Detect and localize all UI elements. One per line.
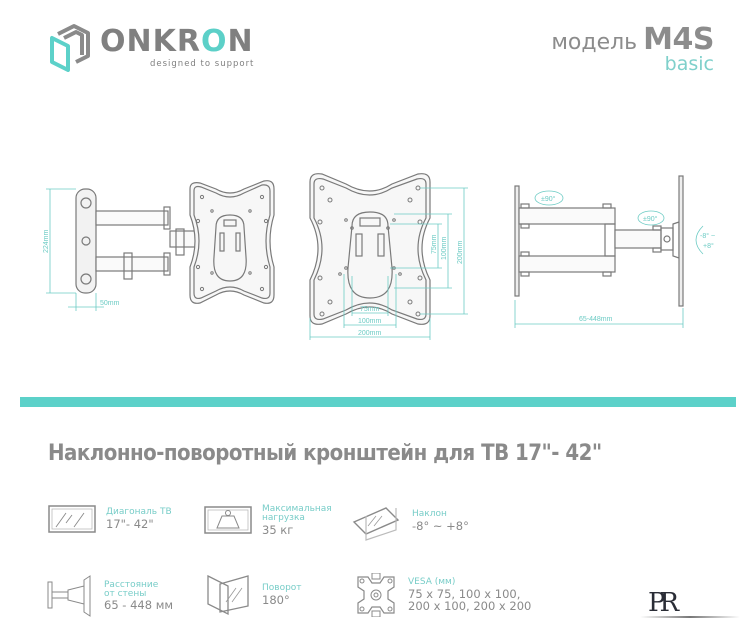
spec-label: Наклон bbox=[412, 509, 447, 520]
max-load-weight-icon bbox=[204, 506, 252, 535]
spec-value: 35 кг bbox=[262, 522, 294, 537]
tilt-bottom-label: +8° bbox=[703, 242, 714, 250]
vesa-plate-icon bbox=[357, 573, 395, 617]
product-title: Наклонно-поворотный кронштейн для ТВ 17"… bbox=[48, 440, 602, 466]
spec-max-load: Максимальная нагрузка 35 кг bbox=[204, 504, 332, 537]
vesa-h-dim-75: 75mm bbox=[360, 306, 380, 313]
vesa-v-dim-200: 200mm bbox=[457, 240, 464, 264]
spec-label: VESA (мм) bbox=[408, 577, 456, 588]
extension-dimension: 65-448mm bbox=[579, 316, 613, 323]
spec-tv-diagonal: Диагональ ТВ 17"- 42" bbox=[48, 505, 172, 533]
vesa-v-dim-100: 100mm bbox=[441, 236, 448, 260]
tv-diagonal-icon bbox=[48, 505, 96, 533]
brand-tagline: designed to support bbox=[150, 59, 255, 69]
spec-label-line2: от стены bbox=[104, 588, 147, 599]
accent-divider bbox=[20, 397, 736, 407]
wall-distance-icon bbox=[47, 575, 91, 617]
spec-wall-distance: Расстояние от стены 65 - 448 мм bbox=[46, 572, 173, 620]
swivel-tv-label: ±90° bbox=[643, 215, 658, 223]
spec-tilt: Наклон -8° ~ +8° bbox=[352, 500, 469, 542]
spec-label-line2: нагрузка bbox=[262, 513, 305, 524]
tilt-top-label: -8° ~ bbox=[700, 232, 715, 240]
spec-swivel: Поворот 180° bbox=[206, 572, 302, 618]
depth-dimension: 50mm bbox=[100, 300, 120, 307]
spec-value: 65 - 448 мм bbox=[104, 598, 174, 613]
model-variant: basic bbox=[664, 53, 714, 75]
cube-logo-icon bbox=[50, 24, 90, 72]
spec-value-line1: 75 x 75, 100 x 100, bbox=[408, 586, 521, 601]
vesa-v-dim-75: 75mm bbox=[431, 234, 438, 254]
seller-logo: PR bbox=[640, 586, 740, 626]
model-name: M4S bbox=[643, 22, 714, 57]
spec-vesa: VESA (мм) 75 x 75, 100 x 100, 200 x 100,… bbox=[354, 573, 531, 617]
tilt-icon bbox=[352, 507, 400, 541]
spec-value: 180° bbox=[262, 592, 290, 607]
spec-label-line1: Максимальная bbox=[262, 504, 332, 514]
swivel-wall-label: ±90° bbox=[541, 195, 556, 203]
side-view-drawing: ±90° ±90° -8° ~ +8° 65-448mm bbox=[514, 175, 715, 328]
onkron-logo: ONKRON designed to support bbox=[48, 20, 278, 80]
model-badge: модель M4S basic bbox=[551, 22, 714, 75]
brand-wordmark: ONKRON bbox=[100, 24, 254, 59]
vesa-h-dim-200: 200mm bbox=[358, 330, 382, 337]
spec-label: Поворот bbox=[262, 583, 302, 594]
front-view-drawing: 224mm 50mm bbox=[43, 180, 275, 311]
spec-value: -8° ~ +8° bbox=[412, 518, 469, 533]
vesa-h-dim-100: 100mm bbox=[358, 318, 382, 325]
seller-logo-text: PR bbox=[648, 588, 679, 618]
vesa-plate-drawing: 75mm 100mm 200mm 75mm 100mm 200mm bbox=[309, 173, 468, 340]
spec-label-line1: Расстояние bbox=[104, 579, 159, 590]
swivel-icon bbox=[207, 574, 249, 616]
spec-value: 17"- 42" bbox=[106, 516, 154, 531]
model-label: модель bbox=[551, 30, 638, 55]
spec-value-line2: 200 x 100, 200 x 200 bbox=[408, 598, 532, 613]
height-dimension: 224mm bbox=[43, 229, 50, 253]
spec-label: Диагональ ТВ bbox=[106, 507, 172, 518]
